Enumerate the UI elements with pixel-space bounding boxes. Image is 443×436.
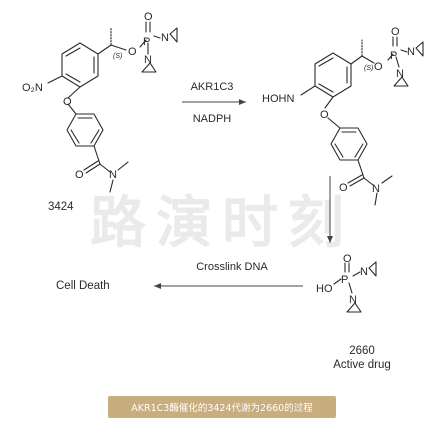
intermediate-aziridine-n1: N [407, 46, 415, 58]
intermediate-phosphorus: P [390, 50, 397, 62]
compound-3424-aziridine-n1: N [161, 32, 169, 44]
intermediate-ester-oxygen: O [374, 61, 383, 73]
compound-3424-phosphorus: P [143, 36, 150, 48]
intermediate-structure [300, 36, 424, 206]
compound-3424-structure [47, 21, 178, 193]
product-2660-phosphorus: P [341, 274, 348, 286]
product-2660-hydroxyl: HO [316, 283, 333, 295]
caption-text: AKR1C3酶催化的3424代谢为2660的过程 [131, 403, 313, 414]
compound-3424-amide-nitrogen: N [109, 169, 117, 181]
intermediate-hydroxylamine: HOHN [262, 93, 294, 105]
compound-3424-nitro: O₂N [22, 82, 43, 94]
intermediate-phosphoryl-oxygen: O [391, 26, 400, 38]
intermediate-amide-nitrogen: N [372, 183, 380, 195]
compound-3424-amide-oxygen: O [75, 169, 84, 181]
watermark: 路演时刻 [90, 191, 354, 256]
compound-3424-ester-oxygen: O [128, 46, 137, 58]
reaction-2-label: Crosslink DNA [196, 261, 268, 273]
product-2660-aziridine-n1: N [360, 266, 368, 278]
compound-3424-phosphoryl-oxygen: O [144, 11, 153, 23]
caption-bar: AKR1C3酶催化的3424代谢为2660的过程 [108, 396, 336, 418]
compound-3424-stereo: (S) [113, 53, 122, 60]
compound-3424-ether-oxygen: O [63, 96, 72, 108]
product-2660-structure [333, 261, 377, 313]
reaction-1-cofactor: NADPH [193, 113, 232, 125]
product-2660-label: 2660 [349, 345, 375, 357]
reaction-1-enzyme: AKR1C3 [191, 81, 234, 93]
cell-death-label: Cell Death [56, 280, 110, 292]
product-2660-aziridine-n2: N [349, 294, 357, 306]
intermediate-aziridine-n2: N [396, 68, 404, 80]
product-2660-phosphoryl-oxygen: O [343, 253, 352, 265]
intermediate-amide-oxygen: O [339, 182, 348, 194]
intermediate-ether-oxygen: O [320, 109, 329, 121]
intermediate-stereo: (S) [364, 65, 373, 72]
compound-3424-label: 3424 [48, 201, 74, 213]
product-2660-description: Active drug [333, 359, 391, 371]
compound-3424-aziridine-n2: N [144, 54, 152, 66]
